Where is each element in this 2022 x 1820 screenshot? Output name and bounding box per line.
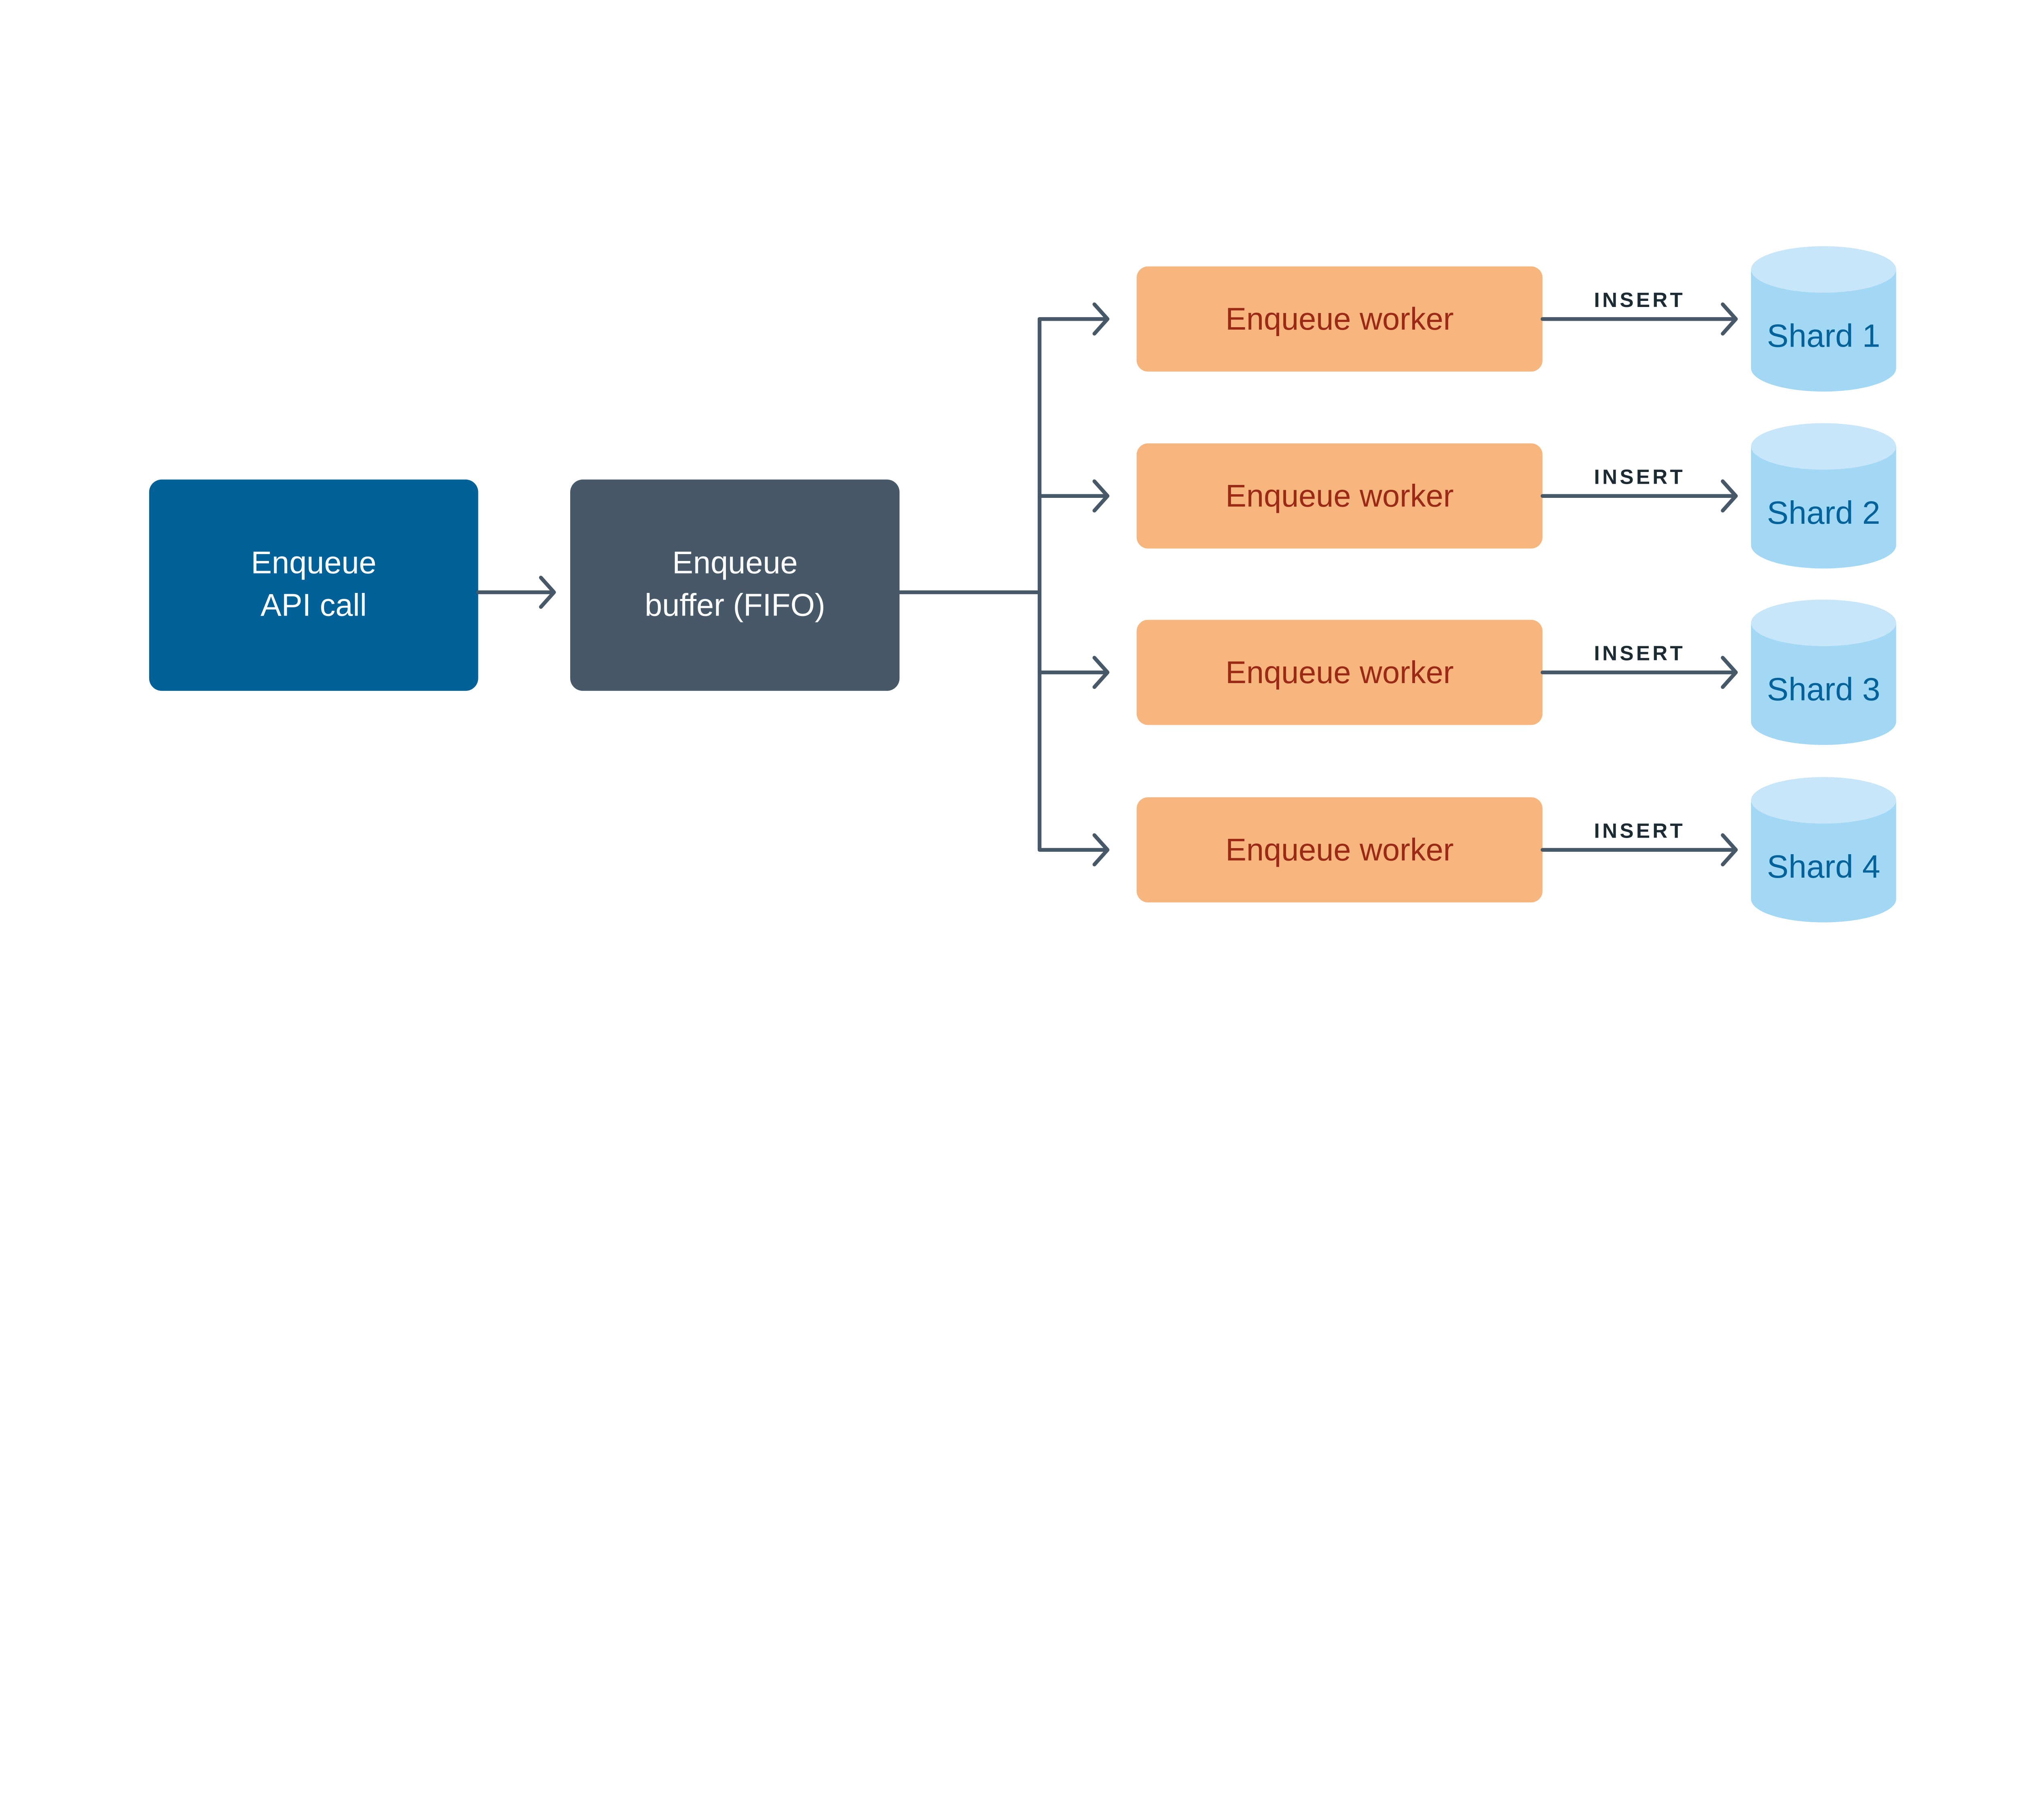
enqueue-worker-box — [1136, 620, 1543, 725]
enqueue-buffer-node: Enqueue buffer (FIFO) — [570, 479, 900, 691]
insert-label: INSERT — [1594, 465, 1685, 488]
enqueue-worker-box — [1136, 443, 1543, 549]
enqueue-worker-label: Enqueue worker — [1225, 833, 1453, 868]
enqueue-worker-label: Enqueue worker — [1225, 655, 1453, 690]
shard-database-icon — [1751, 246, 1896, 392]
shard-top — [1751, 599, 1896, 646]
pipeline-row-4: Enqueue worker INSERT Shard 4 — [1037, 777, 1896, 923]
buffer-label-line2: buffer (FIFO) — [645, 588, 825, 623]
pipeline-row-3: Enqueue worker INSERT Shard 3 — [1037, 599, 1896, 745]
pipeline-row-2: Enqueue worker INSERT Shard 2 — [1037, 423, 1896, 569]
shard-label: Shard 2 — [1767, 495, 1880, 531]
shard-top — [1751, 423, 1896, 470]
insert-label: INSERT — [1594, 288, 1685, 311]
queue-sharding-diagram: Enqueue API call Enqueue buffer (FIFO) E… — [149, 246, 1896, 923]
enqueue-worker-box — [1136, 797, 1543, 903]
arrowhead-icon — [1721, 656, 1738, 689]
enqueue-worker-label: Enqueue worker — [1225, 302, 1453, 336]
enqueue-worker-label: Enqueue worker — [1225, 479, 1453, 514]
arrowhead-icon — [1721, 302, 1738, 336]
arrowhead-icon — [1721, 479, 1738, 513]
shard-label: Shard 3 — [1767, 671, 1880, 707]
shard-database-icon — [1751, 423, 1896, 569]
api-call-label-line2: API call — [260, 588, 367, 623]
shard-database-icon — [1751, 599, 1896, 745]
shard-database-icon — [1751, 777, 1896, 923]
pipeline-row-1: Enqueue worker INSERT Shard 1 — [1037, 246, 1896, 392]
arrowhead-icon — [1092, 656, 1110, 689]
arrow-api-to-buffer — [476, 576, 556, 609]
fan-out-connector — [897, 317, 1042, 851]
insert-label: INSERT — [1594, 642, 1685, 665]
shard-body — [1751, 269, 1896, 392]
arrowhead-icon — [1092, 479, 1110, 513]
enqueue-api-call-node: Enqueue API call — [149, 479, 478, 691]
buffer-box — [570, 479, 900, 691]
arrowhead-icon — [539, 576, 556, 609]
arrowhead-icon — [1092, 833, 1110, 867]
shard-label: Shard 4 — [1767, 849, 1880, 885]
shard-label: Shard 1 — [1767, 318, 1880, 354]
shard-body — [1751, 446, 1896, 569]
api-call-label-line1: Enqueue — [251, 546, 376, 580]
arrowhead-icon — [1721, 833, 1738, 867]
shard-top — [1751, 246, 1896, 293]
insert-label: INSERT — [1594, 819, 1685, 842]
shard-top — [1751, 777, 1896, 824]
shard-body — [1751, 623, 1896, 745]
arrowhead-icon — [1092, 302, 1110, 336]
shard-body — [1751, 800, 1896, 923]
buffer-label-line1: Enqueue — [672, 546, 797, 580]
enqueue-worker-box — [1136, 266, 1543, 372]
api-call-box — [149, 479, 478, 691]
